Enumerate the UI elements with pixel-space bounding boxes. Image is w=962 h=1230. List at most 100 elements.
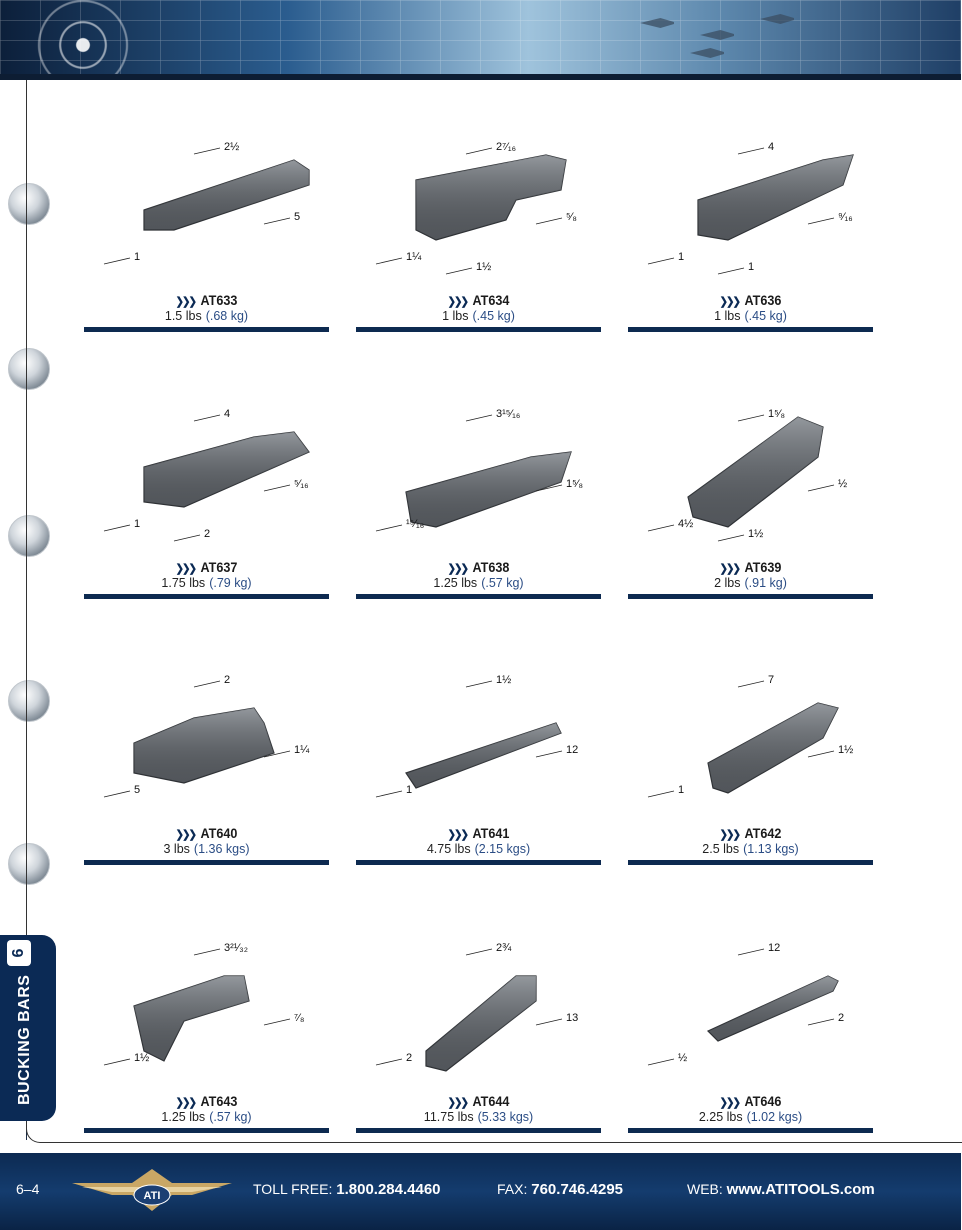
dimension-line <box>263 484 291 492</box>
weight-kg: (.68 kg) <box>205 309 249 323</box>
product-divider <box>628 594 873 599</box>
product-divider <box>356 327 601 332</box>
dimension-label: 13 <box>566 1012 578 1024</box>
weight-kg: (1.13 kgs) <box>743 842 799 856</box>
model-number: AT644 <box>472 1093 510 1109</box>
chevron-right-icon: ❯❯❯ <box>175 829 197 841</box>
weight-kg: (.91 kg) <box>744 576 787 590</box>
model-number: AT646 <box>744 1093 782 1109</box>
dimension-label: 7 <box>768 674 774 686</box>
dimension-label: 1⁵⁄₈ <box>768 408 785 420</box>
product-model: ❯❯❯AT642 <box>640 825 861 841</box>
product-weight: 1.25 lbs(.57 kg) <box>84 1110 329 1124</box>
dimension-line <box>465 414 493 422</box>
chevron-right-icon: ❯❯❯ <box>719 296 741 308</box>
product-weight: 1 lbs(.45 kg) <box>356 309 601 323</box>
web-link[interactable]: www.ATITOOLS.com <box>726 1181 875 1198</box>
dimension-label: 3¹⁵⁄₁₆ <box>496 408 520 420</box>
dimension-line <box>535 484 563 492</box>
dimension-line <box>375 1058 403 1066</box>
product-model: ❯❯❯AT640 <box>96 825 317 841</box>
dimension-label: 1⁵⁄₈ <box>566 478 583 490</box>
bar-sheen <box>406 723 561 788</box>
chevron-right-icon: ❯❯❯ <box>719 829 741 841</box>
dimension-label: 1 <box>678 251 684 263</box>
product-weight: 2 lbs(.91 kg) <box>628 576 873 590</box>
section-number: 6 <box>7 940 31 966</box>
dimension-label: 2⁷⁄₁₆ <box>496 141 516 153</box>
dimension-line <box>737 948 765 956</box>
dimension-label: ⁹⁄₁₆ <box>838 211 853 223</box>
jet-icon <box>700 30 734 40</box>
globe-icon <box>8 515 50 557</box>
dimension-line <box>103 790 131 798</box>
section-tab[interactable]: 6 BUCKING BARS <box>0 935 56 1121</box>
weight-kg: (.45 kg) <box>744 309 787 323</box>
bucking-bar-illustration: 1⁵⁄₈½4½1½ <box>647 408 847 542</box>
dimension-label: 2½ <box>224 141 239 153</box>
dimension-label: ½ <box>678 1052 687 1064</box>
globe-icon <box>8 348 50 390</box>
dimension-label: 2 <box>224 674 230 686</box>
product-model: ❯❯❯AT644 <box>368 1093 589 1109</box>
dimension-line <box>737 680 765 688</box>
dimension-line <box>647 1058 675 1066</box>
radar-graphic <box>8 0 158 120</box>
dimension-line <box>535 1018 563 1026</box>
dimension-line <box>717 534 745 542</box>
bucking-bar-illustration: 2⁷⁄₁₆⁵⁄₈1¼1½ <box>375 141 577 275</box>
bar-sheen <box>698 155 853 240</box>
chevron-right-icon: ❯❯❯ <box>175 563 197 575</box>
chevron-right-icon: ❯❯❯ <box>175 296 197 308</box>
fax-label: FAX: <box>497 1181 528 1197</box>
globe-icon <box>8 843 50 885</box>
dimension-line <box>807 750 835 758</box>
weight-kg: (1.36 kgs) <box>193 842 250 856</box>
dimension-line <box>647 257 675 265</box>
bar-sheen <box>144 432 309 507</box>
toll-free-number[interactable]: 1.800.284.4460 <box>336 1181 441 1198</box>
dimension-line <box>375 257 403 265</box>
dimension-label: 12 <box>768 942 780 954</box>
dimension-label: 1 <box>134 518 140 530</box>
dimension-line <box>103 257 131 265</box>
bar-sheen <box>688 417 823 527</box>
bar-sheen <box>708 976 838 1041</box>
model-number: AT643 <box>200 1093 238 1109</box>
product-divider <box>84 1128 329 1133</box>
model-number: AT641 <box>472 825 510 841</box>
product-divider <box>628 860 873 865</box>
product-model: ❯❯❯AT633 <box>96 292 317 308</box>
model-number: AT636 <box>744 292 782 308</box>
section-label: BUCKING BARS <box>16 974 33 1105</box>
product-divider <box>356 594 601 599</box>
dimension-line <box>737 414 765 422</box>
product-weight: 4.75 lbs(2.15 kgs) <box>356 842 601 856</box>
weight-kg: (2.15 kgs) <box>474 842 531 856</box>
web: WEB: www.ATITOOLS.com <box>687 1181 875 1198</box>
web-label: WEB: <box>687 1181 723 1197</box>
model-number: AT633 <box>200 292 238 308</box>
fax-number: 760.746.4295 <box>531 1181 624 1198</box>
dimension-label: 2 <box>406 1052 412 1064</box>
